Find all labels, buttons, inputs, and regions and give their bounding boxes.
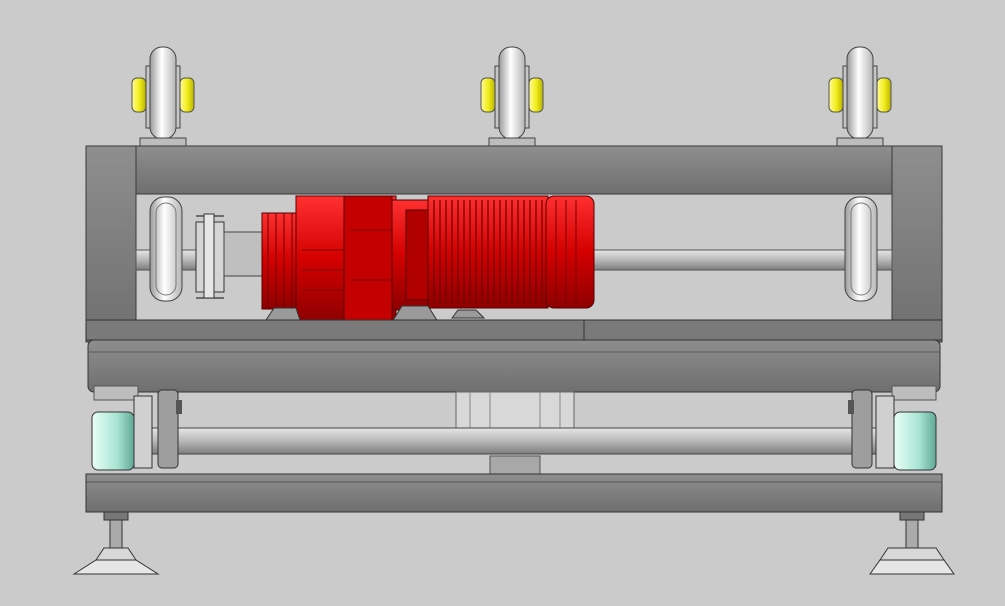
caster-mount-plate	[836, 137, 884, 147]
caster-yellow-bracket	[828, 77, 844, 113]
caster-wheel	[498, 46, 526, 140]
caster-left	[131, 46, 195, 147]
motor-fan-cover	[545, 195, 595, 309]
upper-frame	[85, 145, 943, 343]
lift-column	[455, 391, 575, 475]
caster-yellow-bracket	[480, 77, 496, 113]
top-beam	[85, 145, 943, 195]
caster-wheel	[846, 46, 874, 140]
caster-mount-plate	[139, 137, 187, 147]
lower-shaft	[145, 427, 885, 455]
middle-plate	[85, 319, 943, 393]
left-post	[85, 145, 137, 343]
caster-wheel	[149, 46, 177, 140]
drive-wheel-left	[149, 196, 183, 302]
drive-wheel-right	[844, 196, 878, 302]
leveling-foot-right	[869, 511, 955, 575]
caster-center	[480, 46, 544, 147]
caster-yellow-bracket	[528, 77, 544, 113]
base-frame	[85, 473, 943, 513]
sprocket	[195, 213, 265, 299]
leveling-foot-left	[72, 511, 160, 575]
guide-wheel-right	[848, 385, 937, 471]
caster-right	[828, 46, 892, 147]
caster-yellow-bracket	[131, 77, 147, 113]
caster-yellow-bracket	[179, 77, 195, 113]
gear-motor	[261, 195, 595, 323]
caster-yellow-bracket	[876, 77, 892, 113]
right-post	[891, 145, 943, 343]
guide-wheel-left	[91, 385, 182, 471]
caster-mount-plate	[488, 137, 536, 147]
center-beam	[87, 339, 941, 393]
